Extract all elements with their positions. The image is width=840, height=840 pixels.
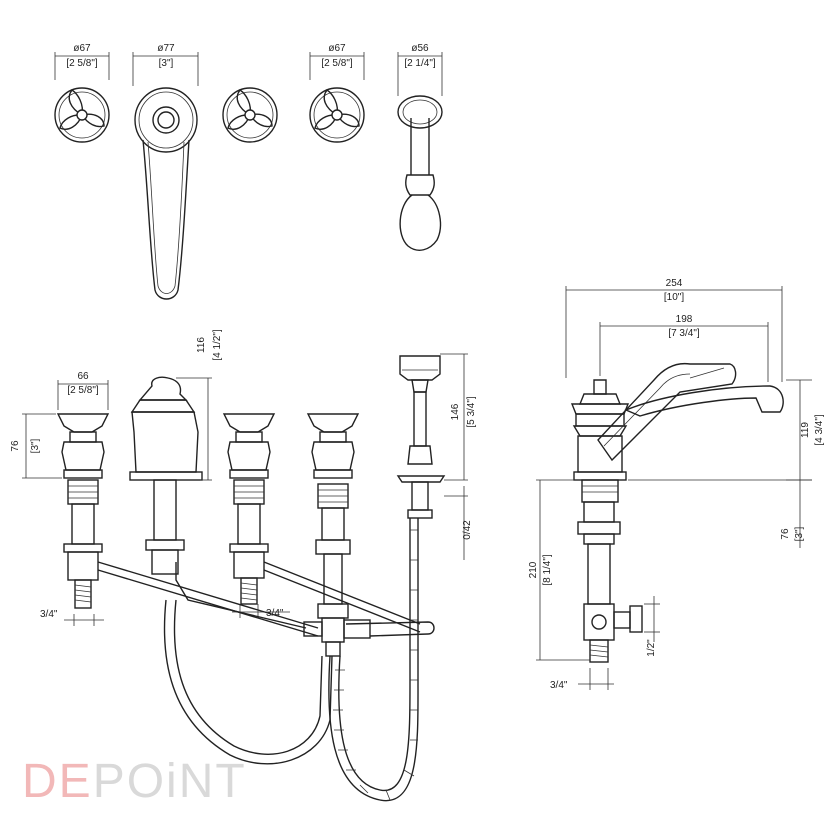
front-hand-shower: [396, 355, 446, 519]
dim-front-shower-height-in: [5 3/4"]: [466, 396, 477, 428]
dim-side-spout-reach-in: [7 3/4"]: [668, 328, 700, 339]
side-spout-assembly: [570, 362, 784, 663]
dim-side-base-height-in: [3"]: [794, 526, 805, 541]
dim-front-spout-height-in: [4 1/2"]: [212, 329, 223, 361]
top-cross-handle-middle: [222, 87, 278, 143]
brand-logo: DEPOiNT: [22, 758, 247, 806]
dim-top-spout-in: [3"]: [159, 58, 174, 69]
side-view: 254 [10"] 198 [7 3/4"] 119 [4 3/4"] 76 […: [528, 278, 825, 691]
dim-front-handle-height-in: [3"]: [30, 438, 41, 453]
dim-side-spout-height-in: [4 3/4"]: [814, 414, 825, 446]
dim-front-handle-width-mm: 66: [77, 371, 89, 382]
dim-side-spout-height-mm: 119: [800, 422, 811, 438]
dim-top-handle-right-mm: ø67: [328, 43, 346, 54]
front-valve-middle: [222, 413, 276, 605]
top-view: ø67 [2 5/8"] ø77 [3"]: [54, 43, 443, 300]
dim-side-body-length-in: [8 1/4"]: [542, 554, 553, 586]
front-valve-left: [56, 413, 110, 609]
dim-front-deck: 0/42: [462, 520, 473, 540]
brand-logo-part2: POiNT: [92, 755, 247, 808]
dim-top-handle-left-in: [2 5/8"]: [66, 58, 98, 69]
front-valve-right: [303, 413, 371, 657]
dim-top-shower-mm: ø56: [411, 43, 429, 54]
dim-front-handle-height-mm: 76: [10, 440, 21, 452]
dim-side-body-length-mm: 210: [528, 561, 539, 578]
dim-front-shower-height-mm: 146: [450, 403, 461, 420]
dim-top-handle-right-in: [2 5/8"]: [321, 58, 353, 69]
dim-side-total-width-mm: 254: [666, 278, 683, 289]
top-hand-shower: [397, 95, 443, 251]
dim-side-spout-reach-mm: 198: [676, 314, 693, 325]
front-view: 66 [2 5/8"] 76 [3"] 3/4" 116 [4 1/2"]: [10, 329, 477, 802]
dim-top-shower-in: [2 1/4"]: [404, 58, 436, 69]
dim-front-spout-height-mm: 116: [196, 337, 207, 353]
top-cross-handle-right: [309, 87, 365, 143]
top-spout: [134, 87, 198, 300]
dim-front-handle-width-in: [2 5/8"]: [67, 385, 99, 396]
brand-logo-part1: DE: [22, 755, 93, 808]
dim-front-thread-left: 3/4": [40, 609, 58, 620]
dim-side-thread: 3/4": [550, 680, 568, 691]
dim-side-total-width-in: [10"]: [664, 292, 684, 303]
dim-top-handle-left-mm: ø67: [73, 43, 91, 54]
dim-front-thread-mid: 3/4": [266, 608, 284, 619]
dim-top-spout-mm: ø77: [157, 43, 175, 54]
dim-side-base-height-mm: 76: [780, 528, 791, 540]
top-cross-handle-left: [54, 87, 110, 143]
dim-side-outlet: 1/2": [646, 639, 657, 657]
front-spout: [129, 376, 203, 575]
